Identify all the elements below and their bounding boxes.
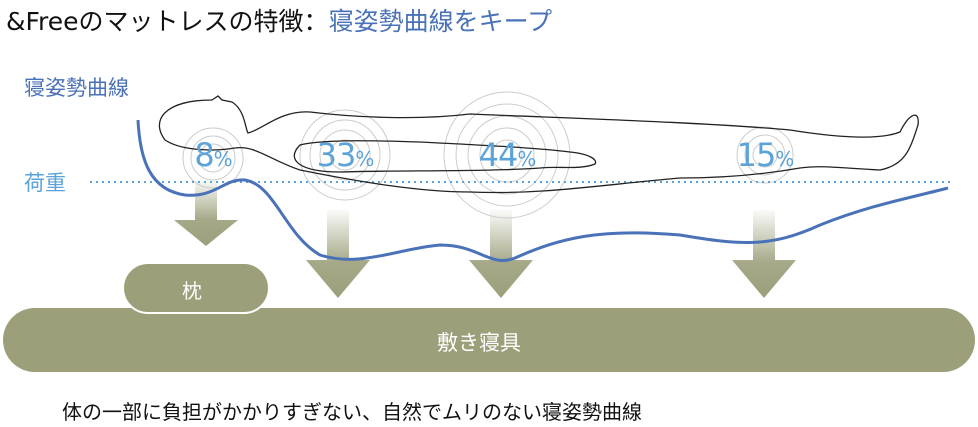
load-head: 8%: [194, 136, 232, 174]
posture-curve-label: 寝姿勢曲線: [24, 76, 129, 100]
load-legs: 15%: [736, 136, 795, 174]
pressure-rings: [182, 91, 794, 219]
arrow-hips-load: [469, 210, 533, 298]
body-outline: [158, 95, 919, 194]
pillow-label: 枕: [182, 279, 202, 303]
load-hips: 44%: [478, 136, 537, 174]
page-title: &Freeのマットレスの特徴：寝姿勢曲線をキープ: [6, 2, 552, 38]
title-prefix: &Freeのマットレスの特徴：: [6, 7, 329, 36]
mattress-label: 敷き寝具: [437, 331, 521, 355]
mattress: [3, 308, 975, 372]
caption: 体の一部に負担がかかりすぎない、自然でムリのない寝姿勢曲線: [62, 400, 642, 424]
title-highlight: 寝姿勢曲線をキープ: [328, 7, 553, 36]
arrow-head-load: [174, 180, 238, 246]
posture-curve: [136, 119, 949, 262]
load-label: 荷重: [24, 171, 66, 195]
load-arrows: [174, 180, 796, 298]
arrow-back-load: [306, 210, 370, 298]
load-back: 33%: [316, 136, 375, 174]
pillow: [122, 262, 270, 314]
arrow-legs-load: [732, 210, 796, 298]
